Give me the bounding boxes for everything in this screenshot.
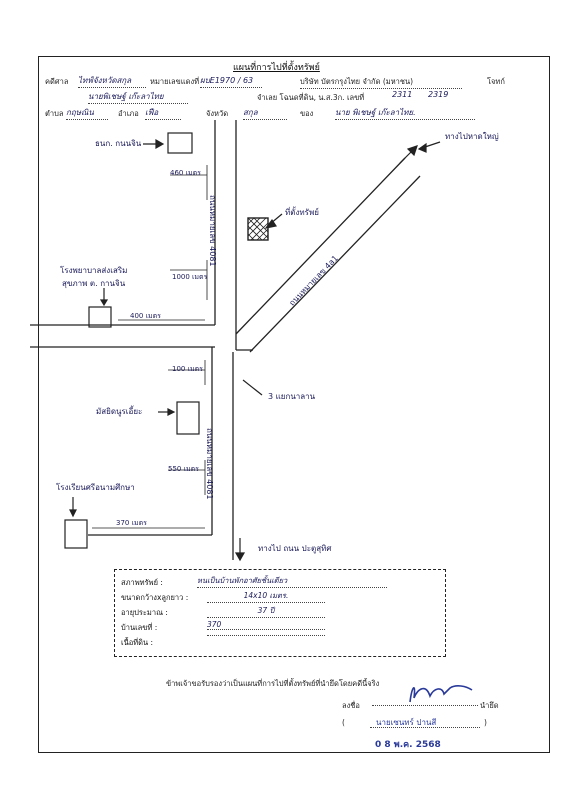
subdistrict-value: กฤษณิน [66,106,108,120]
junction-pointer [242,379,263,396]
dist-1000: 1000 เมตร [172,273,208,281]
subdistrict-label: ตำบล [45,109,64,118]
diag-road-upper-edge [249,175,421,353]
house-no-label: บ้านเลขที่ : [121,623,158,632]
dist-460: 460 เมตร [170,169,201,177]
black-no-value: ผบE1970 / 63 [200,74,262,88]
mosque-box [176,401,200,435]
name-line [370,727,480,728]
of-label: ของ [300,109,314,118]
document-frame [38,56,550,753]
land-label: เนื้อที่ดิน : [121,638,154,647]
signature-mark [409,685,473,703]
size-label: ขนาดกว้างxลูกยาว : [121,593,189,602]
date-stamp: 0 8 พ.ค. 2568 [375,740,441,750]
dist-370: 370 เมตร [116,519,147,527]
case-label: คดีศาล [45,77,69,86]
diag-road-lower-edge [235,157,406,335]
district-label: อำเภอ [118,109,139,118]
arrow-bottom-head [234,552,246,562]
dist-100: 100 เมตร [172,365,203,373]
status-label: สภาพทรัพย์ : [121,578,163,587]
age-value: 37 ปี [207,605,325,618]
defendant-value: นายพิเชษฐ์ เก๊ะลาไทย [88,90,188,104]
deed-no-1: 2311 [392,90,413,99]
signer-name: นายเซนทร์ ปานสี [376,718,437,727]
junction-label: 3 แยกนาลาน [268,392,316,401]
certify-text: ข้าพเจ้าขอรับรองว่าเป็นแผนที่การไปที่ตั้… [166,679,380,688]
road-main-upper-label: ถนนหมายเลข 4081 [208,195,217,267]
land-value [207,635,325,636]
province-label: จังหวัด [206,109,229,118]
dist-400: 400 เมตร [130,312,161,320]
deed-label: จำเลย โฉนดที่ดิน, น.ส.3ก. เลขที่ [257,93,365,102]
to-hat-yai-label: ทางไปหาดใหญ่ [445,132,499,141]
size-value: 14x10 เมตร. [207,590,325,603]
signature-line [372,705,478,706]
paren-open: ( [342,718,345,727]
dist-550: 550 เมตร [168,465,199,473]
school-box [64,519,88,549]
to-bottom-label: ทางไป ถนน ปะตูสุทิศ [258,544,332,553]
hospital-label: โรงพยาบาลส่งเสริม [60,266,128,275]
owner-value: นาย พิเชษฐ์ เก๊ะลาไทย. [335,106,475,120]
mosque-label: มัสยิดนูรเอี้ยะ [96,407,143,416]
deed-no-2: 2319 [428,90,449,99]
black-no-label: หมายเลขแดงที่ [150,77,200,86]
bank-label: ธนก. กนนจิน [95,139,142,148]
hospital-label-2: สุขภาพ ต. กานจิน [62,279,126,288]
arrow-topright-head [406,145,418,157]
age-label: อายุประมาณ : [121,608,168,617]
plaintiff-value: บริษัท บัตรกรุงไทย จำกัด (มหาชน) [300,76,462,89]
court-value: ไทฟ์จังหวัดสกุล [78,74,146,88]
page-title: แผนที่การไปที่ตั้งทรัพย์ [233,63,320,73]
status-value: หนเป็นบ้านพักอาศัยชั้นเดียว [197,575,387,588]
school-label: โรงเรียนศรีอนามศึกษา [56,483,135,492]
property-info-box: สภาพทรัพย์ : หนเป็นบ้านพักอาศัยชั้นเดียว… [114,569,446,657]
hospital-box [88,306,112,328]
plaintiff-label: โจทก์ [487,77,505,86]
bank-box [167,132,193,154]
road-main-lower-label: ถนนหมายเลข 4081 [205,428,214,500]
role-label: นำยึด [480,701,499,710]
property-box [247,217,269,241]
paren-close: ) [484,718,487,727]
house-no-value: 370 [207,620,325,630]
province-value: สกุล [243,106,287,120]
property-label: ที่ตั้งทรัพย์ [285,208,319,217]
sign-label: ลงชื่อ [342,701,360,710]
district-value: เฟือ [145,106,181,120]
